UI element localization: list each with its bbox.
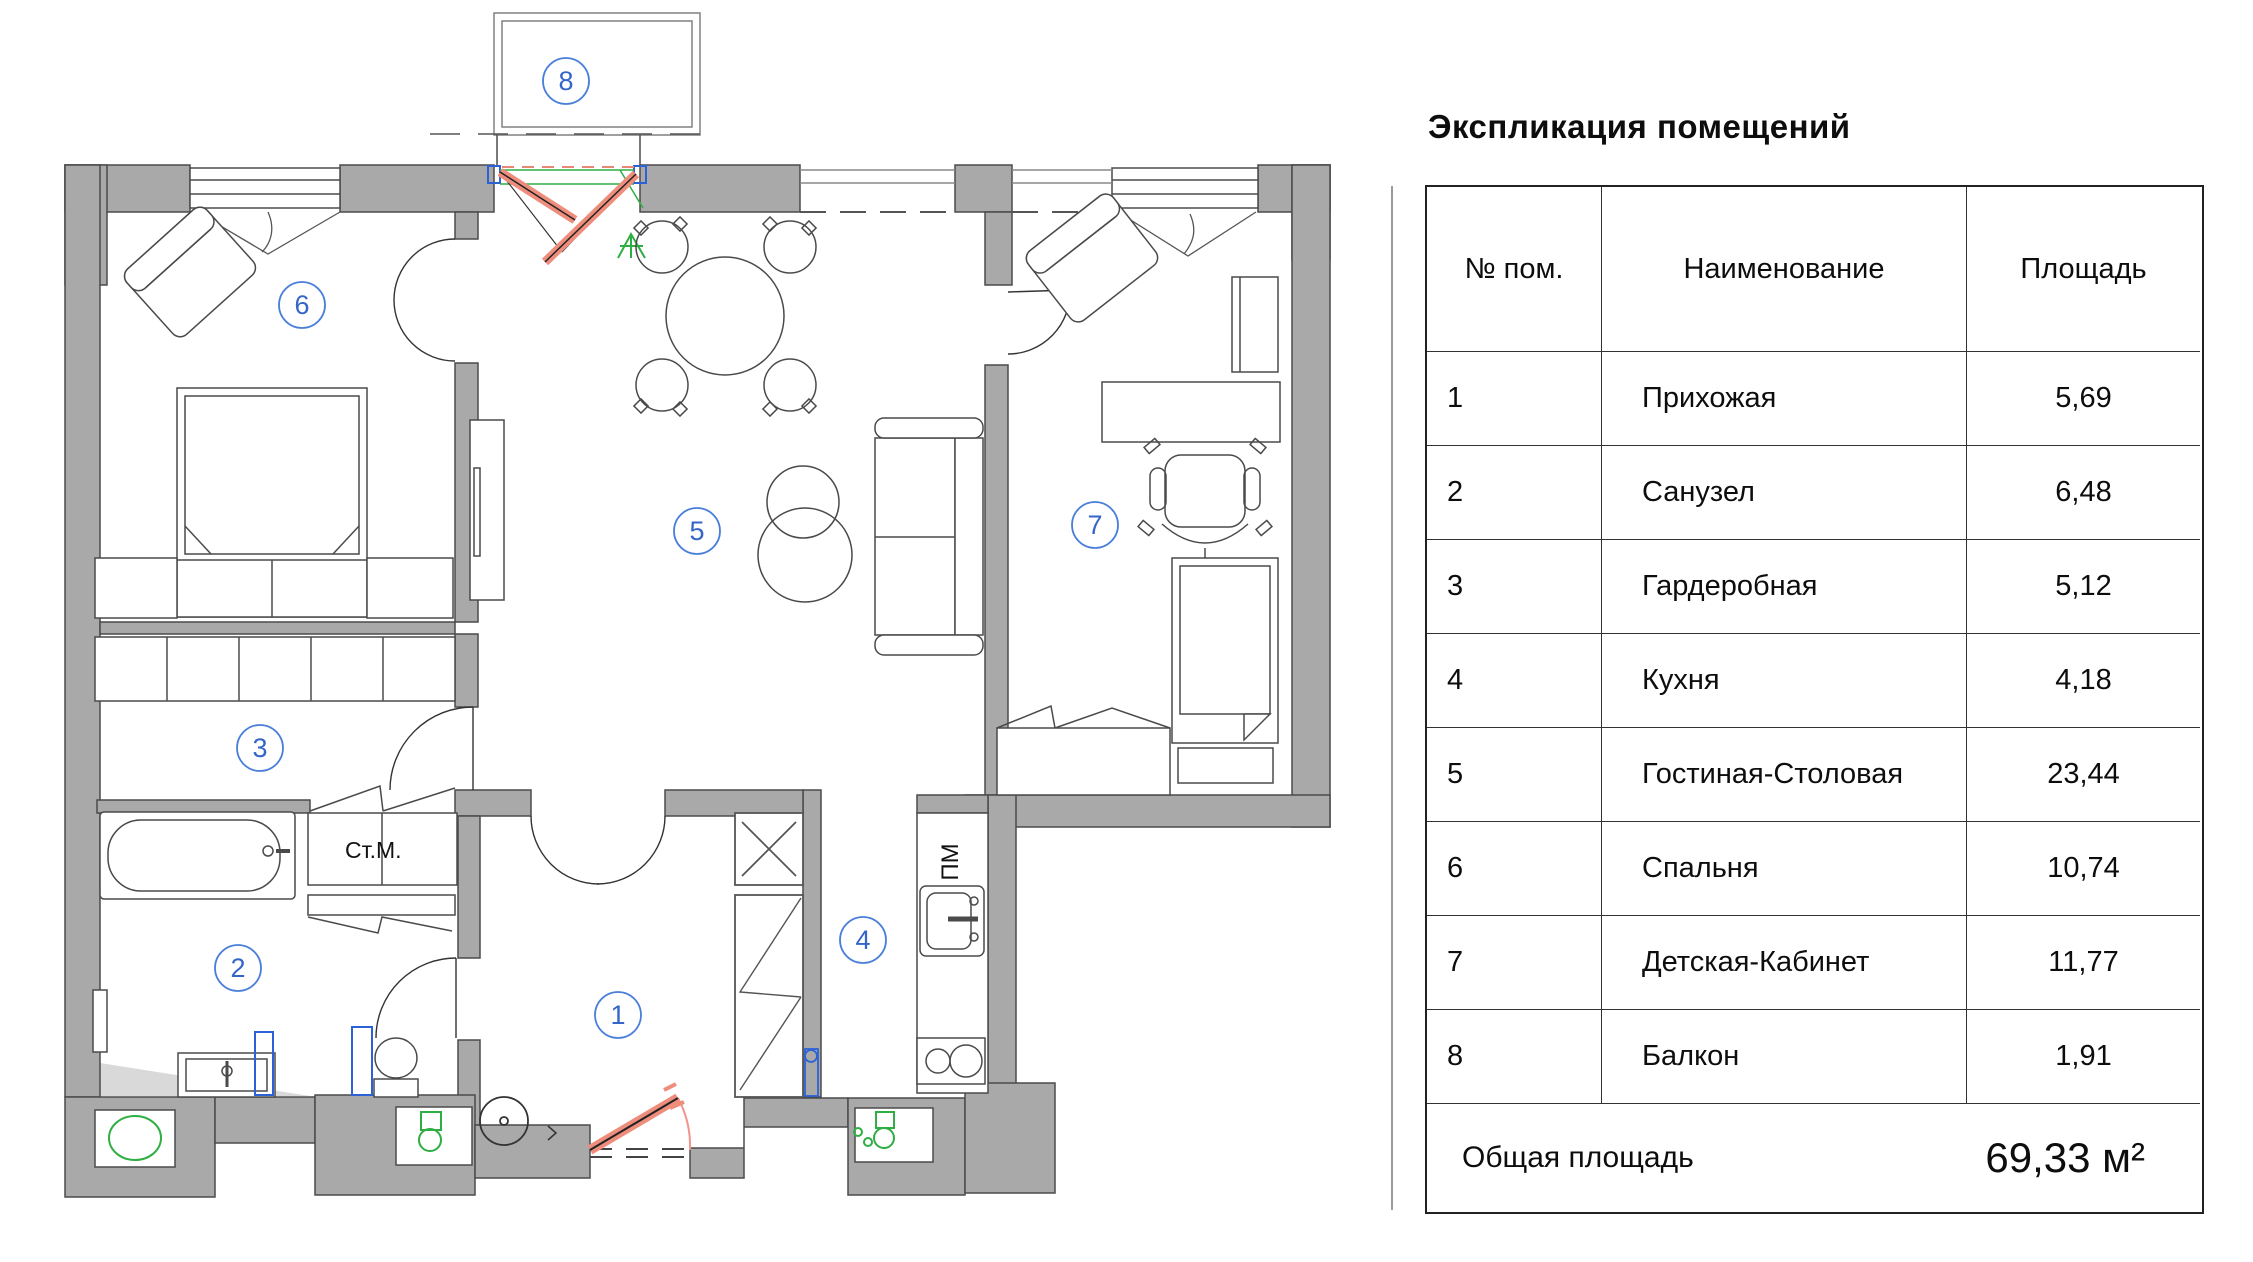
- row-num: 1: [1427, 352, 1602, 446]
- hall-closet: [734, 894, 804, 1098]
- vanity-sink: [177, 1052, 276, 1098]
- svg-text:2: 2: [230, 953, 245, 983]
- room-marker-6: 6: [278, 281, 326, 329]
- plumbing-fixtures-green: [108, 1111, 895, 1161]
- row-name: Гостиная-Столовая: [1602, 728, 1967, 822]
- svg-text:6: 6: [294, 290, 309, 320]
- room-marker-1: 1: [594, 991, 642, 1039]
- bedroom-door-arc: [393, 238, 456, 301]
- row-num: 5: [1427, 728, 1602, 822]
- svg-text:7: 7: [1087, 510, 1102, 540]
- room-marker-4: 4: [839, 916, 887, 964]
- row-name: Балкон: [1602, 1010, 1967, 1104]
- top-glazing-lines: [800, 169, 1112, 184]
- row-area: 1,91: [1967, 1010, 2200, 1104]
- svg-text:3: 3: [252, 733, 267, 763]
- dining-table: [665, 256, 785, 376]
- col-header-area: Площадь: [1967, 187, 2200, 352]
- double-bed: [176, 387, 368, 618]
- bathroom-fixtures: [99, 784, 458, 1098]
- french-door-arc: [530, 815, 600, 885]
- svg-text:8: 8: [558, 66, 573, 96]
- nightstand: [94, 557, 178, 619]
- shower-glass: [254, 1026, 373, 1096]
- desk: [1101, 381, 1281, 443]
- row-area: 4,18: [1967, 634, 2200, 728]
- col-header-name: Наименование: [1602, 187, 1967, 352]
- dishwasher-label: ПМ: [937, 843, 964, 880]
- row-name: Санузел: [1602, 446, 1967, 540]
- total-value: 69,33 м²: [1985, 1134, 2145, 1181]
- dining-chairs: [632, 215, 818, 418]
- window-childrens-room: [1111, 167, 1259, 209]
- row-name: Детская-Кабинет: [1602, 916, 1967, 1010]
- wardrobe: [996, 704, 1171, 796]
- balcony: [430, 12, 701, 165]
- nightstand: [366, 557, 454, 619]
- wardrobe-room-door-arc: [389, 706, 474, 791]
- row-num: 8: [1427, 1010, 1602, 1104]
- room-markers: 1 2 3 4 5 6 7 8: [214, 57, 1119, 1039]
- room-marker-5: 5: [673, 507, 721, 555]
- toilet: [373, 1037, 419, 1098]
- svg-text:5: 5: [689, 516, 704, 546]
- row-num: 3: [1427, 540, 1602, 634]
- row-name: Спальня: [1602, 822, 1967, 916]
- vent-box: [734, 812, 804, 886]
- row-area: 10,74: [1967, 822, 2200, 916]
- room-marker-8: 8: [542, 57, 590, 105]
- bathroom-door-arc: [375, 957, 457, 1039]
- sofa: [874, 417, 984, 656]
- svg-text:4: 4: [855, 925, 870, 955]
- living-dining-furniture: [632, 215, 984, 656]
- armchair: [123, 206, 257, 338]
- row-num: 7: [1427, 916, 1602, 1010]
- tv-unit: [469, 419, 505, 601]
- entry-door: [547, 1082, 692, 1158]
- explication-title: Экспликация помещений: [1428, 108, 1851, 145]
- window-bedroom: [189, 167, 341, 209]
- row-area: 6,48: [1967, 446, 2200, 540]
- room-marker-2: 2: [214, 944, 262, 992]
- bedroom-furniture: [94, 206, 505, 702]
- explication-table: № пом. Наименование Площадь 1 Прихожая 5…: [1425, 185, 2204, 1214]
- washing-machine-closet: [307, 784, 458, 934]
- kitchen-sink: [919, 885, 985, 957]
- row-name: Кухня: [1602, 634, 1967, 728]
- row-name: Прихожая: [1602, 352, 1967, 446]
- row-name: Гардеробная: [1602, 540, 1967, 634]
- washing-machine-label: Ст.М.: [345, 837, 402, 863]
- room-marker-3: 3: [236, 724, 284, 772]
- bookshelf: [1231, 276, 1279, 373]
- row-area: 23,44: [1967, 728, 2200, 822]
- cooktop: [916, 1037, 986, 1085]
- doors: [375, 238, 1071, 1039]
- svg-text:1: 1: [610, 1000, 625, 1030]
- row-area: 5,12: [1967, 540, 2200, 634]
- row-area: 11,77: [1967, 916, 2200, 1010]
- single-bed: [1171, 557, 1279, 784]
- total-row: Общая площадь 69,33 м²: [1427, 1104, 2200, 1212]
- bathtub: [99, 811, 296, 900]
- coffee-tables: [757, 465, 853, 603]
- room-marker-7: 7: [1071, 501, 1119, 549]
- childrens-office-furniture: [996, 193, 1281, 796]
- kitchen-fixtures: [916, 812, 989, 1094]
- row-area: 5,69: [1967, 352, 2200, 446]
- hallway-fittings: [479, 812, 819, 1146]
- total-label: Общая площадь: [1462, 1141, 1694, 1174]
- vent-direction-icon: [617, 231, 646, 259]
- page-divider: [1391, 186, 1393, 1210]
- water-riser: [804, 1048, 819, 1097]
- row-num: 4: [1427, 634, 1602, 728]
- row-num: 6: [1427, 822, 1602, 916]
- armchair: [1025, 193, 1159, 323]
- round-mirror: [479, 1096, 529, 1146]
- floor-plan-drawing: Ст.М. ПМ 1 2 3 4 5 6 7 8: [64, 12, 1331, 1198]
- floor-plan: Ст.М. ПМ 1 2 3 4 5 6 7 8: [64, 12, 1331, 1198]
- balcony-door: [487, 165, 647, 266]
- row-num: 2: [1427, 446, 1602, 540]
- bedroom-closet-row: [94, 636, 456, 702]
- col-header-num: № пом.: [1427, 187, 1602, 352]
